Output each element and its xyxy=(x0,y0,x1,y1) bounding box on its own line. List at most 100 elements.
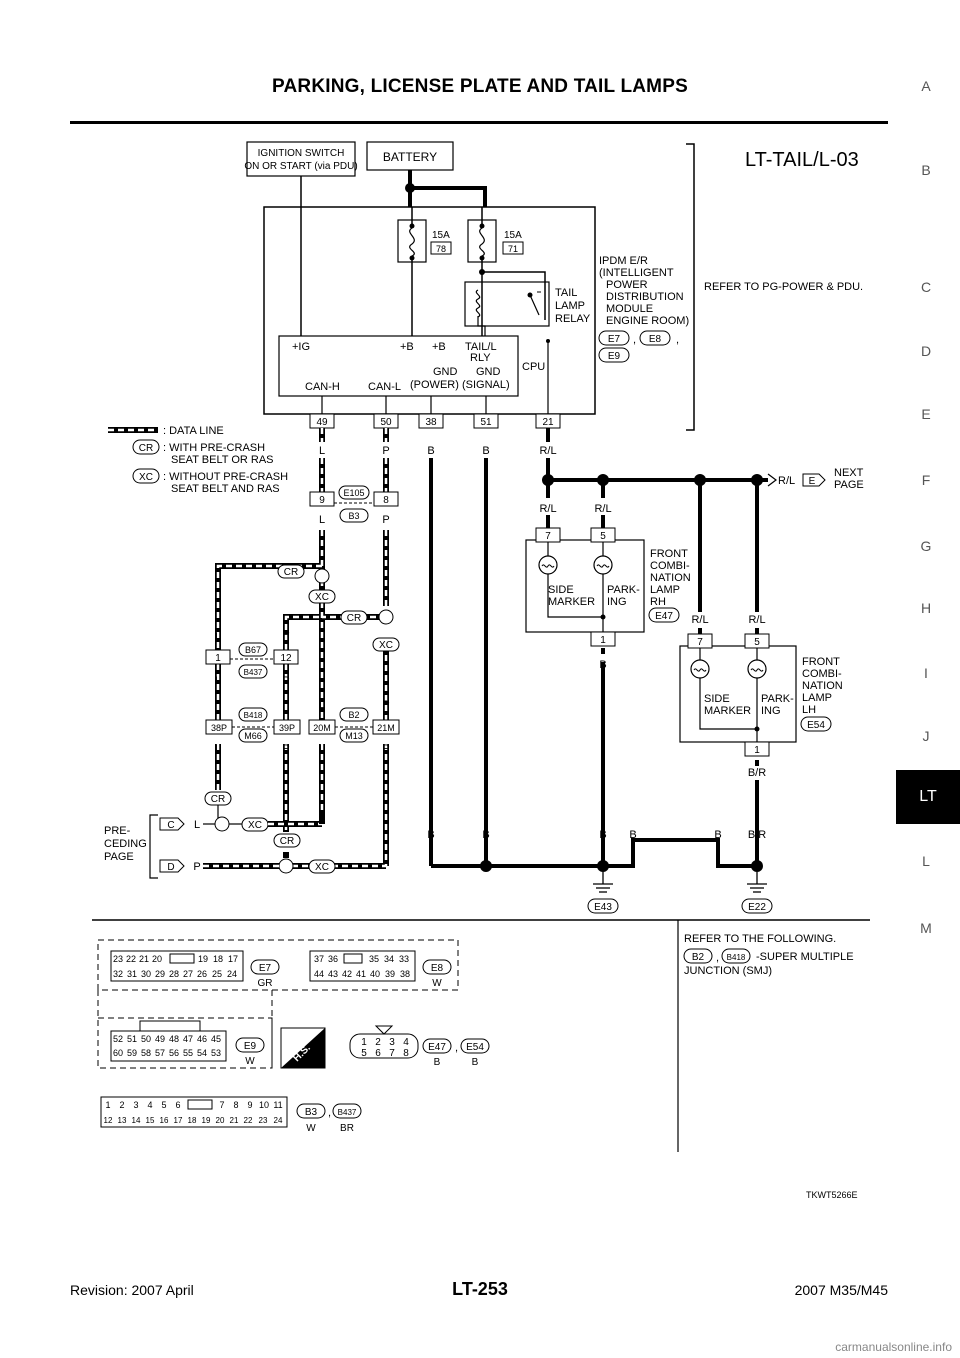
wire-color-l-7: L xyxy=(319,743,325,755)
preceding-tag-c: C xyxy=(167,820,174,831)
ground-e22: E22 xyxy=(748,902,766,913)
e8-pin: 35 xyxy=(369,954,379,964)
option-cr-3: CR xyxy=(211,794,225,805)
cpu-gnd-signal-2: (SIGNAL) xyxy=(462,379,510,391)
relay-label-1: TAIL xyxy=(555,287,577,299)
section-tab-c[interactable]: C xyxy=(920,279,932,295)
next-page-1: NEXT xyxy=(834,467,864,479)
b3-pin: 12 xyxy=(104,1116,113,1125)
relay-label-2: LAMP xyxy=(555,300,585,312)
legend-data-line: : DATA LINE xyxy=(163,425,224,437)
wire-color-p-7: P xyxy=(382,743,389,755)
fuse-71-number: 71 xyxy=(508,244,518,254)
rh-side-2: MARKER xyxy=(548,596,595,608)
wire-color-l-6: L xyxy=(215,743,221,755)
e8-pin: 43 xyxy=(328,969,338,979)
e47-pin: 2 xyxy=(375,1037,381,1048)
wire-color-p: P xyxy=(382,445,389,457)
e9-pin: 60 xyxy=(113,1048,123,1058)
e47-label: E47 xyxy=(428,1042,446,1053)
lh-name-3: NATION xyxy=(802,680,843,692)
ground-e43: E43 xyxy=(594,902,612,913)
conn-20m: 20M xyxy=(313,723,331,733)
pin-50: 50 xyxy=(380,417,392,428)
wire-color-l-2: L xyxy=(319,514,325,526)
lh-pin-5: 5 xyxy=(754,637,760,648)
section-tab-a[interactable]: A xyxy=(921,78,931,94)
b3-pin: 21 xyxy=(230,1116,239,1125)
pin-38: 38 xyxy=(425,417,437,428)
wire-color-rl-5: R/L xyxy=(748,614,765,626)
e9-color: W xyxy=(245,1056,255,1067)
svg-text:,: , xyxy=(676,334,679,346)
e8-pin: 33 xyxy=(399,954,409,964)
wire-color-b-7: B xyxy=(714,829,721,841)
lh-parking-bulb xyxy=(747,659,767,679)
wire-color-p-2: P xyxy=(382,514,389,526)
next-page-tag: E xyxy=(809,476,816,487)
option-cr-1: CR xyxy=(284,567,298,578)
cpu-ig: +IG xyxy=(292,341,310,353)
e8-pin: 42 xyxy=(342,969,352,979)
section-tab-e[interactable]: E xyxy=(921,406,931,422)
ipdm-name-5: MODULE xyxy=(606,303,653,315)
lh-pin-1: 1 xyxy=(754,745,760,756)
svg-text:,: , xyxy=(716,952,719,964)
section-tab-g[interactable]: G xyxy=(920,538,932,554)
lh-park-2: ING xyxy=(761,705,781,717)
e9-pin: 52 xyxy=(113,1034,123,1044)
e7-color: GR xyxy=(258,978,273,989)
section-tab-l[interactable]: L xyxy=(922,853,930,869)
ipdm-pin-row xyxy=(309,413,561,429)
wire-color-b: B xyxy=(427,445,434,457)
rh-name-5: RH xyxy=(650,596,666,608)
legend-cr-tag: CR xyxy=(139,443,153,454)
ipdm-name-2: (INTELLIGENT xyxy=(599,267,674,279)
ipdm-conn-e9: E9 xyxy=(608,351,621,362)
section-tab-i[interactable]: I xyxy=(924,665,928,681)
wire-color-b: B xyxy=(482,445,489,457)
b3-pin: 18 xyxy=(188,1116,197,1125)
front-combi-lamp-rh xyxy=(525,539,645,633)
section-tab-d[interactable]: D xyxy=(920,343,932,359)
refer-smj-2: JUNCTION (SMJ) xyxy=(684,965,772,977)
b3-pin: 10 xyxy=(259,1100,269,1110)
b3-pin: 4 xyxy=(147,1100,152,1110)
watermark: carmanualsonline.info xyxy=(835,1340,952,1354)
refer-b2: B2 xyxy=(692,952,705,963)
conn-21m: 21M xyxy=(377,723,395,733)
wire-color-l: L xyxy=(319,445,325,457)
option-cr-4: CR xyxy=(280,836,294,847)
refer-title: REFER TO THE FOLLOWING. xyxy=(684,933,836,945)
wire-color-b-6: B xyxy=(629,829,636,841)
e7-pin: 19 xyxy=(198,954,208,964)
lh-name-1: FRONT xyxy=(802,656,840,668)
e9-pin: 55 xyxy=(183,1048,193,1058)
conn-b437: B437 xyxy=(244,668,263,677)
rh-pin-1: 1 xyxy=(600,635,606,646)
e9-pin: 45 xyxy=(211,1034,221,1044)
e7-label: E7 xyxy=(259,963,272,974)
b3-label: B3 xyxy=(305,1107,318,1118)
e47-pin: 6 xyxy=(375,1048,381,1059)
rh-parking-bulb xyxy=(593,555,613,575)
b3-pin: 16 xyxy=(160,1116,169,1125)
rh-park-1: PARK- xyxy=(607,584,640,596)
e8-pin: 40 xyxy=(370,969,380,979)
preceding-page-3: PAGE xyxy=(104,851,134,863)
section-tab-f[interactable]: F xyxy=(921,472,931,488)
rh-name-2: COMBI- xyxy=(650,560,690,572)
section-tab-h[interactable]: H xyxy=(920,600,932,616)
section-tab-b[interactable]: B xyxy=(921,162,931,178)
wire-color-p-5: P xyxy=(382,699,389,711)
e9-pin: 57 xyxy=(155,1048,165,1058)
b3-pin: 15 xyxy=(146,1116,155,1125)
section-tab-j[interactable]: J xyxy=(922,728,930,744)
image-code: TKWT5266E xyxy=(806,1190,858,1200)
wire-color-l-4: L xyxy=(215,675,221,687)
conn-39p: 39P xyxy=(279,723,295,733)
section-tab-m[interactable]: M xyxy=(920,920,932,936)
conn-b67: B67 xyxy=(245,645,261,655)
b3-pin: 13 xyxy=(118,1116,127,1125)
section-tab-lt-active[interactable]: LT xyxy=(896,770,960,824)
